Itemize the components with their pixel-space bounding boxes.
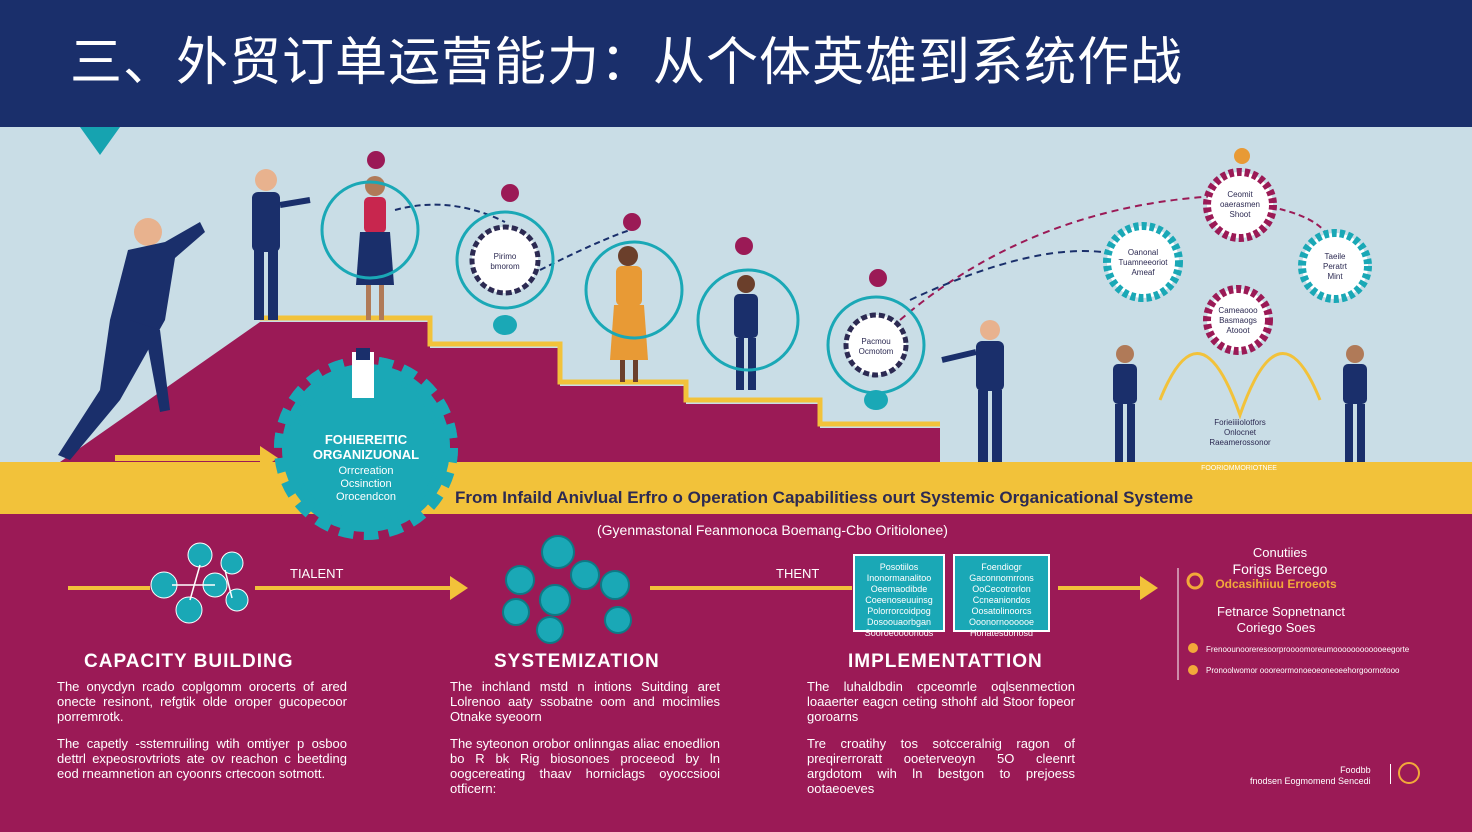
- person-right-2: [1343, 345, 1367, 472]
- person-middle: [734, 275, 758, 390]
- person-right-1: [1113, 345, 1137, 472]
- flow-label-thent: THENT: [776, 566, 820, 581]
- gear-text-1: FOHIEREITIC: [324, 432, 408, 447]
- gear-left: [1103, 222, 1183, 302]
- right-panel-line1: Conutiies: [1252, 545, 1308, 560]
- woman-red: [356, 176, 394, 320]
- step-text-implementation-1: The luhaldbdin cpceomrle oqlsenmection l…: [807, 679, 1075, 724]
- gear-center: [1203, 285, 1273, 355]
- person-top-stair: [252, 169, 311, 320]
- gear-right: [1298, 229, 1372, 303]
- capacity-lines: [172, 564, 233, 601]
- accent-dot-3: [1188, 665, 1198, 675]
- yellow-band: [0, 462, 1472, 514]
- network-node-1: [320, 151, 420, 280]
- right-panel-line2: Forigs Bercego: [1232, 561, 1328, 577]
- dashed-flow-1: [899, 194, 1241, 321]
- right-panel-item1: Frenoounooreresoorproooomoreumoooooooooo…: [1206, 645, 1410, 654]
- step-text-systemization-1: The inchland mstd n intions Suitding are…: [450, 679, 720, 724]
- footer-separator: [1390, 764, 1391, 784]
- gear-text-5: Orocendcon: [336, 491, 396, 503]
- step-text-systemization-2: The syteonon orobor onlinngas aliac enoe…: [450, 736, 720, 796]
- footer-line1: Foodbb: [1340, 765, 1371, 775]
- node-label-5: Taeile Peratrt Mint: [1322, 252, 1347, 281]
- flow-arrowhead-1: [450, 576, 468, 600]
- page-title: 三、外贸订单运营能力：从个体英雄到系统作战: [70, 33, 1184, 93]
- capacity-cluster: [150, 542, 249, 624]
- gear-text-3: Orrcreation: [338, 465, 394, 477]
- header-notch-icon: [80, 127, 120, 155]
- network-node-3: [584, 213, 684, 340]
- sub-caption: (Gyenmastonal Feanmonoca Boemang-Cbo Ori…: [597, 522, 948, 538]
- band-caption: From Infaild Anivlual Erfro o Operation …: [455, 488, 1194, 507]
- network-node-2: [455, 184, 555, 335]
- person-pointing: [941, 320, 1004, 474]
- right-panel-line3: Odcasihiiuu Erroeots: [1215, 577, 1337, 591]
- node-label-7: Forieiiiiolotfors Onlocnet Raeamerossono…: [1209, 418, 1271, 447]
- step-text-implementation-2: Tre croatihy tos sotcceralnig ragon of p…: [807, 736, 1075, 796]
- right-panel-line5: Coriego Soes: [1236, 620, 1316, 635]
- gear-text-4: Ocsinction: [340, 478, 392, 490]
- node-label-1: Pirimo bmorom: [490, 252, 520, 271]
- accent-dot-1: [1186, 572, 1204, 590]
- gear-top: [1203, 148, 1277, 242]
- accent-dot-2: [1188, 643, 1198, 653]
- node-label-8: FOORIOMMORIOTNEE: [1201, 465, 1277, 472]
- info-box-2: Foendiogr Gaconnomrrons OoCecotrorlon Cc…: [953, 554, 1050, 638]
- step-title-capacity: CAPACITY BUILDING: [84, 651, 294, 672]
- arc-connector: [1158, 352, 1322, 420]
- network-node-4: [696, 237, 800, 372]
- dashed-flow-2: [909, 250, 1136, 301]
- node-label-2: Pacmou Ocmotom: [858, 337, 894, 356]
- network-node-5: [826, 269, 926, 410]
- systemization-cluster: [502, 535, 632, 644]
- staircase: [60, 322, 940, 462]
- woman-orange: [610, 246, 648, 382]
- step-text-capacity-1: The onycdyn rcado coplgomm orocerts of a…: [57, 679, 347, 724]
- gear-text-2: ORGANIZUONAL: [312, 447, 420, 462]
- node-label-3: Ceomit oaerasmen Shoot: [1219, 190, 1261, 219]
- right-panel-item2: Pronoolwomor oooreormonoeoeoneoeehorgoor…: [1206, 666, 1400, 675]
- footer-text: Foodbb fnodsen Eogmomend Sencedi: [1250, 765, 1371, 787]
- flow-arrowhead-2: [1140, 576, 1158, 600]
- header-bar: 三、外贸订单运营能力：从个体英雄到系统作战: [0, 0, 1472, 127]
- info-box-1: Posotiilos Inonormanalitoo Oeemaodibde C…: [853, 554, 945, 638]
- right-panel-line4: Fetnarce Sopnetnanct: [1217, 604, 1345, 619]
- step-title-implementation: IMPLEMENTATTION: [848, 651, 1043, 672]
- node-label-6: Cameaooo Basmaogs Atooot: [1218, 306, 1258, 335]
- lower-panel: [0, 514, 1472, 832]
- dashed-flow-4: [394, 203, 506, 223]
- climbing-person: [58, 218, 205, 460]
- flow-label-talent: TIALENT: [290, 566, 344, 581]
- footer-line2: fnodsen Eogmomend Sencedi: [1250, 776, 1371, 786]
- node-label-4: Oanonal Tuamneeoriot Ameaf: [1118, 248, 1168, 277]
- step-title-systemization: SYSTEMIZATION: [494, 651, 660, 672]
- footer-logo-icon: [1398, 762, 1420, 784]
- step-text-capacity-2: The capetly -sstemruiling wtih omtiyer p…: [57, 736, 347, 781]
